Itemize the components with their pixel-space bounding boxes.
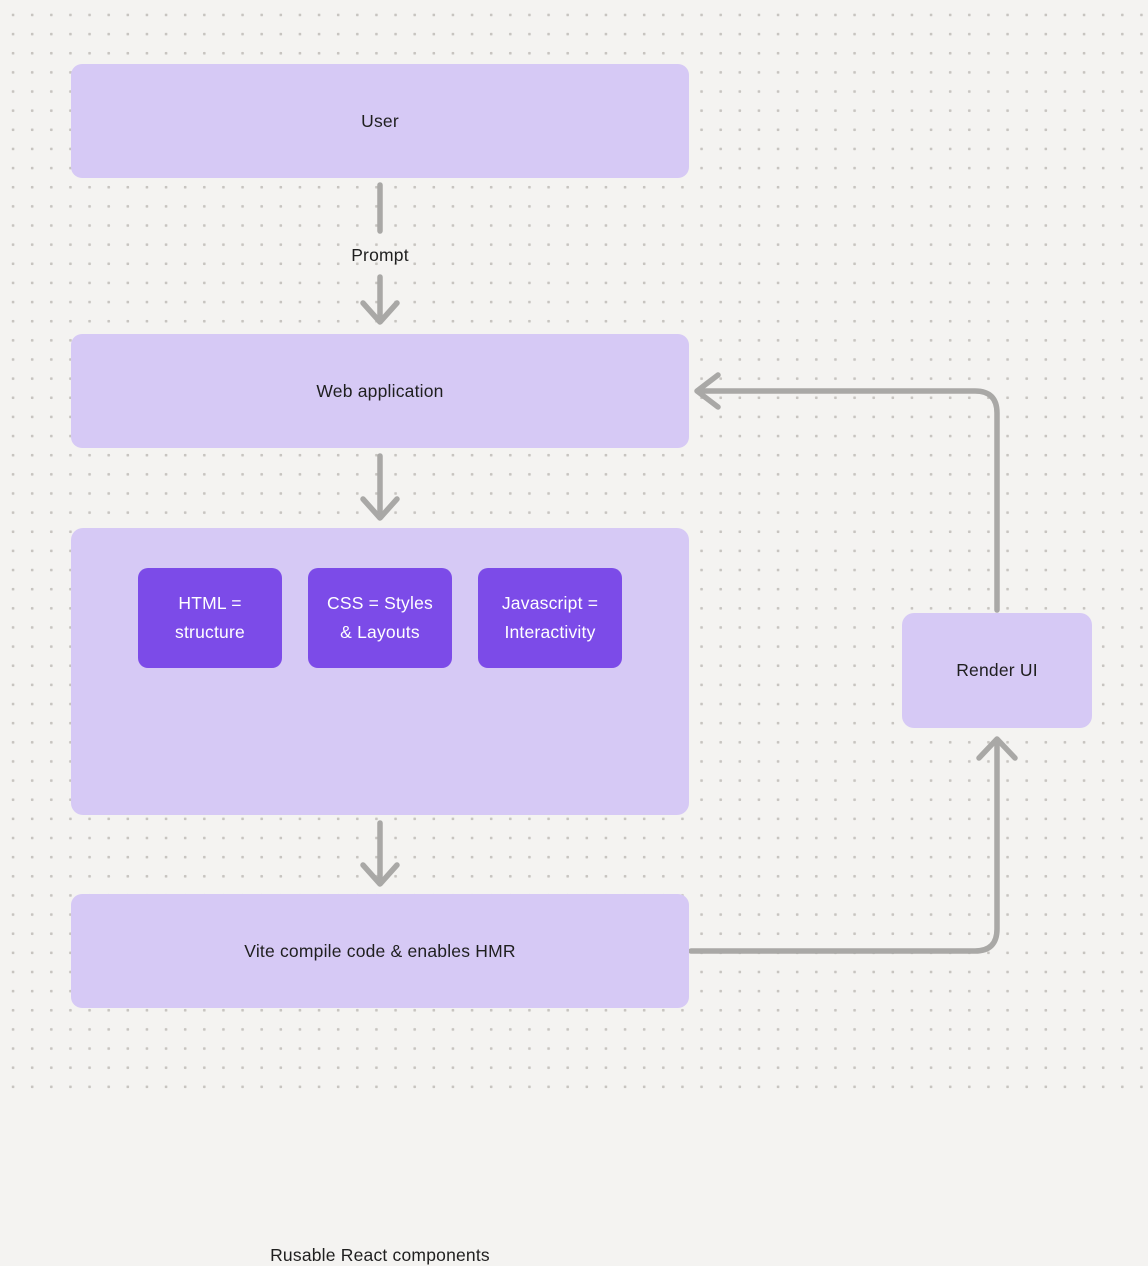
arrow-vite-to-renderui-shaft [688,741,1000,954]
node-user-label: User [361,110,399,131]
components-group-caption: Rusable React components [270,1245,490,1265]
node-web-application[interactable]: Web application [71,334,689,448]
component-css-line1: CSS = Styles [327,593,433,613]
component-html-line1: HTML = [178,593,242,613]
arrow-renderui-to-webapp-shaft [700,388,1000,613]
component-css-line2: & Layouts [340,622,420,642]
component-html-line2: structure [175,622,245,642]
node-user[interactable]: User [71,64,689,178]
arrow-prompt-to-webapp-head [360,300,400,325]
arrow-vite-to-renderui-head [976,736,1018,761]
node-web-application-label: Web application [316,380,444,401]
arrow-webapp-to-components-head [360,496,400,521]
node-components-group[interactable]: HTML = structure CSS = Styles & Layouts … [71,528,689,1265]
node-vite[interactable]: Vite compile code & enables HMR [71,894,689,1008]
component-javascript-line1: Javascript = [501,593,599,613]
component-javascript-line2: Interactivity [504,622,596,642]
node-render-ui[interactable]: Render UI [902,613,1092,728]
node-render-ui-label: Render UI [956,660,1038,680]
arrow-components-to-vite-head [360,862,400,887]
edge-label-prompt: Prompt [351,245,409,265]
component-javascript[interactable]: Javascript = Interactivity [478,568,622,668]
component-css[interactable]: CSS = Styles & Layouts [308,568,452,668]
arrow-renderui-to-webapp-head [694,372,721,410]
node-vite-label: Vite compile code & enables HMR [244,940,516,961]
component-html[interactable]: HTML = structure [138,568,282,668]
